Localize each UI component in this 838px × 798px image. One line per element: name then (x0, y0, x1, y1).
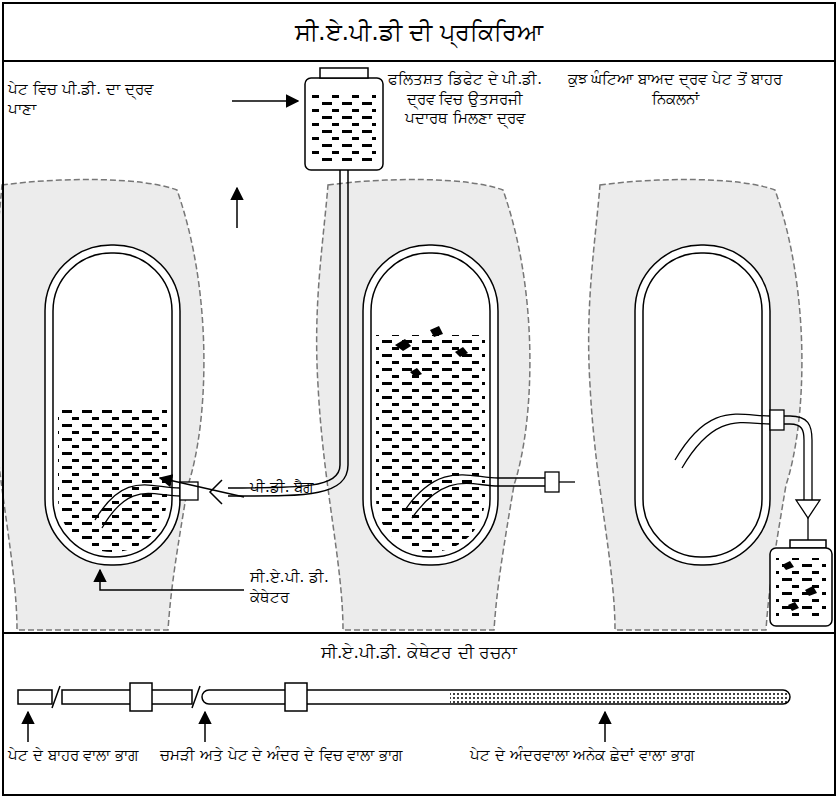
step-caption: ਕੁਝ ਘੰਟਿਆ ਬਾਅਦ ਦ੍ਰਵ ਪੇਟ ਤੋਂ ਬਾਹਰ ਨਿਕਲਨਾਂ (560, 70, 790, 109)
pd-fluid (53, 326, 490, 560)
structure-panel: ਸੀ.ਏ.ਪੀ.ਡੀ. ਕੇਥੇਟਰ ਦੀ ਰਚਨਾ (4, 632, 834, 794)
pd-bag (210, 68, 383, 504)
peritoneal-cavity (45, 245, 770, 565)
part-label: ਪੇਟ ਦੇ ਅੰਦਰਵਾਲਾ ਅਨੇਕ ਛੇਦਾਂ ਵਾਲਾ ਭਾਗ (470, 746, 770, 766)
step-caption: ਫਲਿਤਸ਼ਤ ਡਿਫੇਟ ਦੇ ਪੀ.ਡੀ. ਦ੍ਰਵ ਵਿਚ ਉਤਸਰਜੀ … (385, 70, 545, 129)
panel-heading: ਸੀ.ਏ.ਪੀ.ਡੀ. ਕੇਥੇਟਰ ਦੀ ਰਚਨਾ (4, 634, 834, 662)
leader-line (100, 101, 298, 590)
part-label: ਪੀ.ਡੀ. ਬੈਗ (250, 478, 322, 498)
torso (0, 180, 802, 630)
catheter (95, 410, 820, 540)
catheter-structure (18, 683, 790, 742)
step-caption: ਪੇਟ ਵਿਚ ਪੀ.ਡੀ. ਦਾ ਦ੍ਰਵ ਪਾਣਾ (8, 80, 183, 119)
pd-bag (770, 540, 832, 626)
part-label: ਸੀ.ਏ.ਪੀ. ਡੀ. ਕੇਥੇਟਰ (250, 568, 350, 607)
title: ਸੀ.ਏ.ਪੀ.ਡੀ ਦੀ ਪ੍ਰਕਿਰਿਆ (4, 4, 834, 62)
part-label: ਚਮੜੀ ਅਤੇ ਪੇਟ ਦੇ ਅੰਦਰ ਦੇ ਵਿਚ ਵਾਲਾ ਭਾਗ (160, 746, 420, 766)
part-label: ਪੇਟ ਦੇ ਬਾਹਰ ਵਾਲਾ ਭਾਗ (8, 746, 143, 766)
